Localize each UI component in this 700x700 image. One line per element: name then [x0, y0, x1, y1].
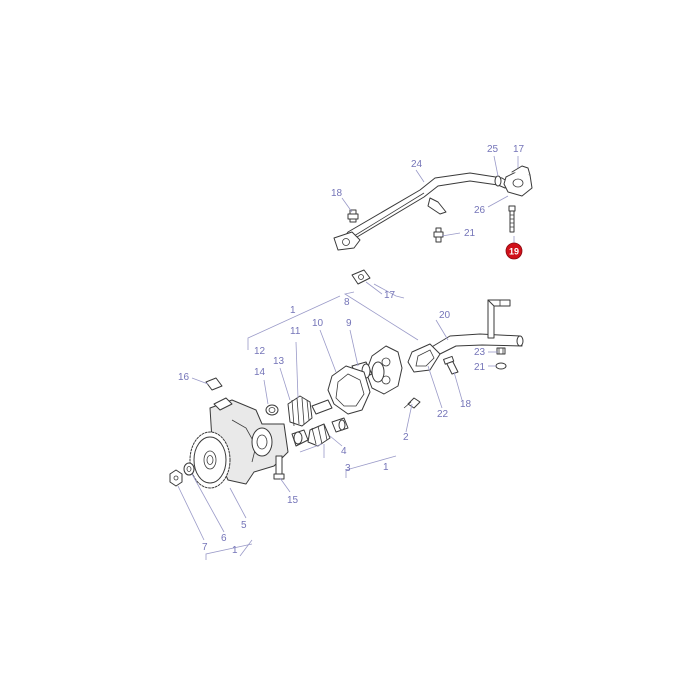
callout-5: 5	[241, 520, 247, 531]
bolt-18-top[interactable]	[347, 209, 359, 223]
callout-24: 24	[411, 159, 423, 170]
pump-cover-9[interactable]	[365, 345, 403, 395]
washer-6[interactable]	[183, 462, 195, 476]
suction-pipe-20[interactable]	[429, 299, 524, 357]
callout-17-top: 17	[513, 144, 525, 155]
callout-18-right: 18	[460, 399, 472, 410]
bolt-19[interactable]	[508, 205, 516, 233]
callout-25: 25	[487, 144, 499, 155]
gear-3[interactable]	[307, 423, 331, 447]
callout-labels: 24 25 17 26 18 21 17 1 8 20 9 10 11 12 1…	[178, 144, 525, 556]
callout-14: 14	[254, 367, 266, 378]
callout-8: 8	[344, 297, 350, 308]
nut-7[interactable]	[169, 469, 183, 487]
bolt-15[interactable]	[273, 455, 285, 480]
callout-9: 9	[346, 318, 352, 329]
brackets	[205, 283, 405, 560]
bolt-23[interactable]	[496, 347, 506, 355]
bolt-18-right[interactable]	[443, 355, 459, 375]
o-ring-25[interactable]	[494, 175, 502, 187]
bushing-4[interactable]	[291, 417, 349, 447]
callout-3: 3	[345, 463, 351, 474]
bushing-14[interactable]	[265, 404, 279, 416]
callout-22: 22	[437, 409, 449, 420]
callout-20: 20	[439, 310, 451, 321]
callout-16: 16	[178, 372, 190, 383]
shaft-12[interactable]	[311, 399, 333, 415]
callout-10: 10	[312, 318, 324, 329]
pipe-flange-17-top[interactable]	[503, 165, 533, 197]
callout-1-top: 1	[290, 305, 296, 316]
bolt-2[interactable]	[403, 397, 421, 409]
leader-lines	[177, 155, 519, 541]
gasket-22[interactable]	[407, 343, 441, 373]
callout-13: 13	[273, 356, 285, 367]
oil-pipe-24[interactable]	[341, 172, 511, 247]
pipe-flange-lower[interactable]	[333, 231, 361, 251]
callout-21-top: 21	[464, 228, 476, 239]
callout-19: 19	[509, 247, 519, 257]
callout-2: 2	[403, 432, 409, 443]
callout-23: 23	[474, 347, 486, 358]
callout-12: 12	[254, 346, 266, 357]
callout-21-right: 21	[474, 362, 486, 373]
callout-1-mid: 1	[383, 462, 389, 473]
callout-18-top: 18	[331, 188, 343, 199]
highlighted-callout-19[interactable]: 19	[505, 242, 523, 260]
gear-11[interactable]	[287, 395, 313, 427]
callout-17-mid: 17	[384, 290, 396, 301]
gasket-16[interactable]	[205, 377, 223, 391]
callout-6: 6	[221, 533, 227, 544]
washer-21-right[interactable]	[495, 362, 507, 370]
drive-gear-5[interactable]	[189, 431, 231, 489]
pump-gasket-10[interactable]	[327, 365, 371, 415]
bolt-21-top[interactable]	[433, 227, 444, 243]
callout-1-bottom: 1	[232, 545, 238, 556]
callout-7: 7	[202, 542, 208, 553]
gasket-17-mid[interactable]	[351, 269, 371, 285]
callout-11: 11	[290, 326, 301, 337]
callout-4: 4	[341, 446, 347, 457]
callout-26: 26	[474, 205, 486, 216]
callout-15: 15	[287, 495, 299, 506]
